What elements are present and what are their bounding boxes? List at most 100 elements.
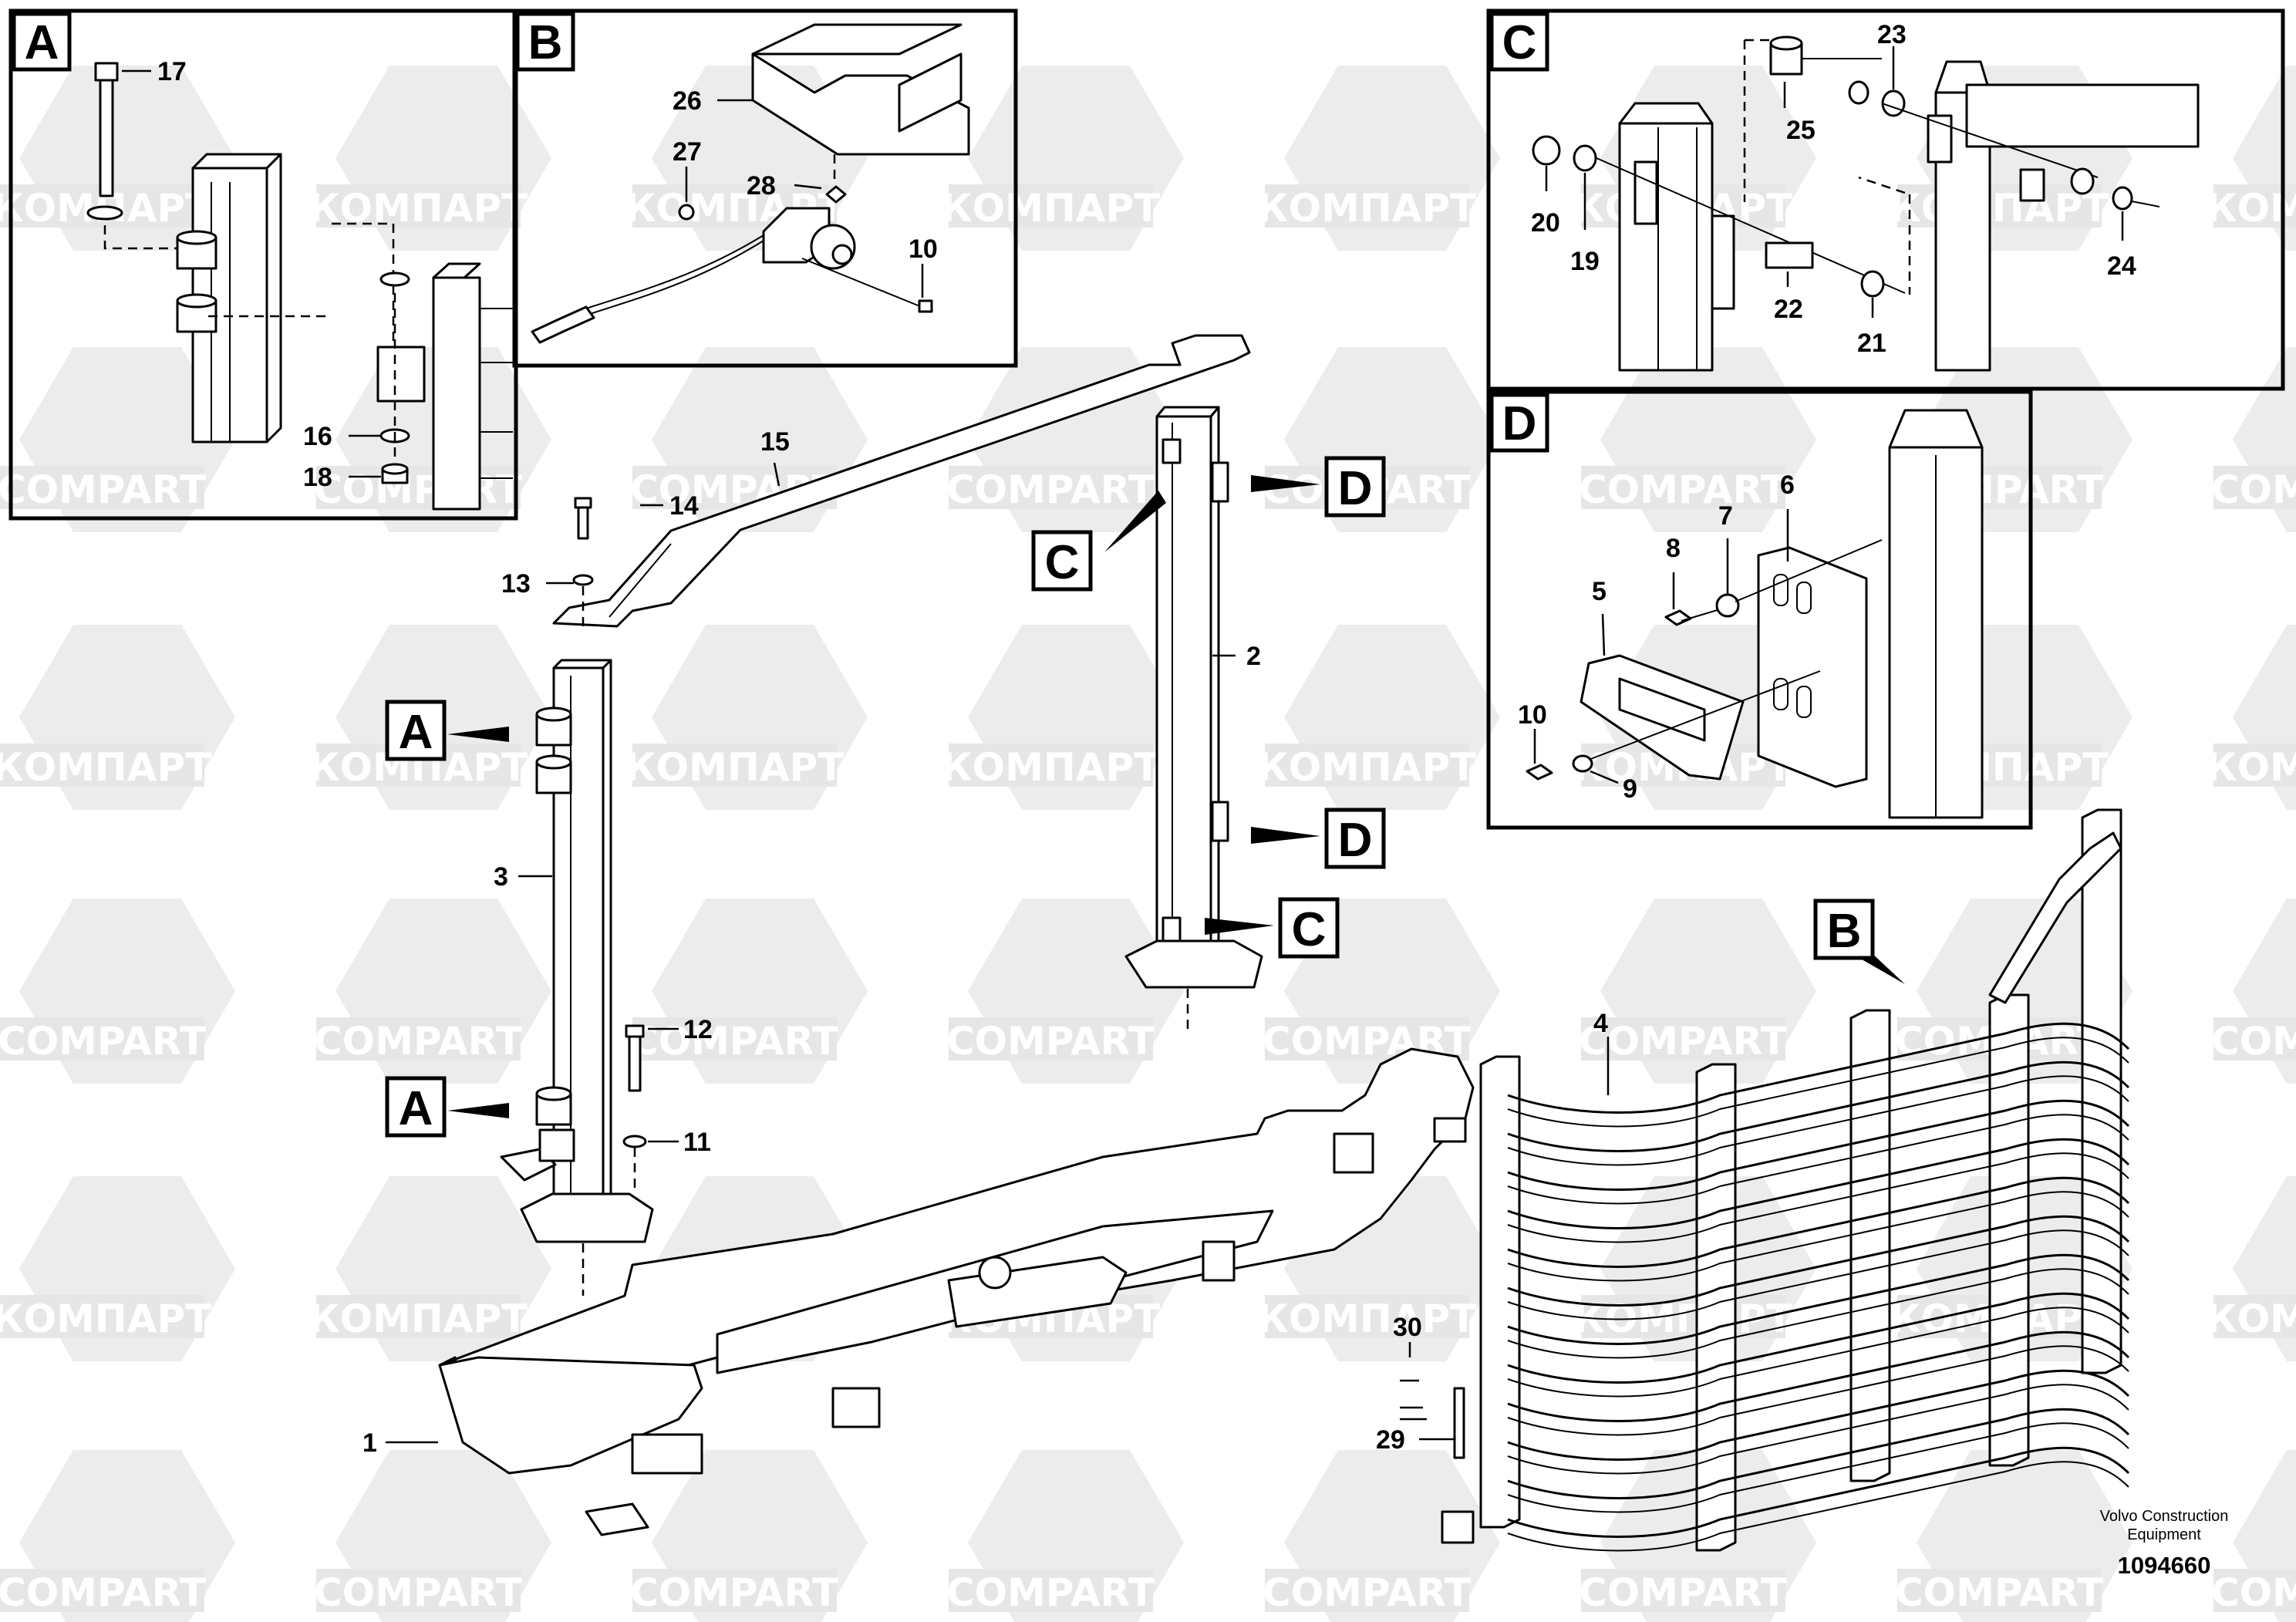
grille-bar — [1507, 1446, 2130, 1538]
watermark-text: КОМПАРТ — [2206, 745, 2296, 790]
part-number-18: 18 — [303, 463, 332, 492]
watermark-text: КОМПАРТ — [941, 745, 1160, 790]
grille-bar — [1507, 1369, 2130, 1461]
watermark-text: КОМПАРТ — [2206, 186, 2296, 231]
brand-line-2: Equipment — [2127, 1526, 2201, 1543]
watermark-band — [1265, 744, 1469, 787]
watermark-band — [316, 184, 521, 228]
watermark-band — [1265, 184, 1469, 228]
grille-bar — [1507, 1022, 2130, 1114]
grille-bar — [1507, 1215, 2130, 1307]
part-number-16: 16 — [303, 422, 332, 451]
grille-bar-edge — [1507, 1345, 2129, 1436]
part-number-3: 3 — [494, 862, 508, 892]
part-number-10b: 10 — [909, 234, 938, 264]
watermark-band — [949, 184, 1153, 228]
watermark-text: КОМПАРТ — [0, 1297, 211, 1341]
grille-bar-edge — [1507, 1268, 2129, 1359]
grille-bar — [1507, 1292, 2130, 1384]
part-number-12: 12 — [683, 1015, 713, 1044]
watermark-band — [632, 1569, 837, 1612]
part-number-23: 23 — [1877, 20, 1907, 49]
callout-c-upper: C — [1045, 536, 1080, 589]
watermark-band — [949, 1569, 1153, 1612]
part-number-17: 17 — [157, 57, 187, 86]
detail-label-c: C — [1502, 16, 1537, 69]
watermark-band — [316, 1295, 521, 1338]
part-number-25: 25 — [1786, 116, 1816, 145]
grille-bar-edge — [1507, 1191, 2129, 1282]
inset-b: B 26 27 28 10 — [512, 8, 1018, 368]
callout-a-lower: A — [399, 1082, 433, 1135]
document-number: 1094660 — [2118, 1552, 2211, 1579]
watermark-text: КОМПАРТ — [1257, 745, 1476, 790]
part-number-7: 7 — [1718, 501, 1733, 531]
watermark-band — [2213, 1295, 2296, 1338]
watermark-text: COMPART — [2211, 1019, 2296, 1064]
watermark-text: COMPART — [2211, 1570, 2296, 1615]
part-number-27: 27 — [673, 137, 702, 167]
part-number-22: 22 — [1774, 295, 1803, 324]
watermark-band — [0, 744, 204, 787]
main-callouts: 14 13 15 2 3 12 11 1 4 30 29 A A D D — [362, 427, 1905, 1458]
watermark-band — [949, 1017, 1153, 1061]
part-number-13: 13 — [501, 569, 531, 599]
watermark-text: КОМПАРТ — [1257, 186, 1476, 231]
main-assembly — [438, 334, 2122, 1552]
watermark-band — [2213, 1017, 2296, 1061]
watermark-text: COMPART — [314, 1019, 522, 1064]
grille-bar-edge — [1507, 1152, 2129, 1243]
watermark-band — [1581, 1017, 1785, 1061]
part-number-6: 6 — [1780, 470, 1795, 500]
grille-bar — [1507, 1176, 2130, 1268]
part-number-30: 30 — [1393, 1313, 1422, 1342]
part-number-8: 8 — [1666, 534, 1681, 563]
watermark-text: COMPART — [1579, 1019, 1787, 1064]
watermark-text: COMPART — [1579, 467, 1787, 512]
part-number-10d: 10 — [1518, 700, 1547, 730]
grille-bar — [1507, 1253, 2130, 1345]
footer: Volvo Construction Equipment 1094660 — [2100, 1508, 2229, 1579]
watermark-text: COMPART — [946, 1570, 1155, 1615]
watermark-band — [1265, 1569, 1469, 1612]
part-number-19: 19 — [1570, 247, 1600, 276]
watermark-text: COMPART — [2211, 467, 2296, 512]
part-number-24: 24 — [2107, 251, 2136, 281]
watermark-text: COMPART — [1579, 1570, 1787, 1615]
part-number-2: 2 — [1246, 642, 1261, 671]
watermark-band — [316, 1017, 521, 1061]
detail-label-b: B — [528, 16, 563, 69]
watermark-band — [316, 466, 521, 509]
part-number-14: 14 — [669, 491, 699, 521]
watermark-text: COMPART — [1263, 1570, 1471, 1615]
callout-d-upper: D — [1338, 462, 1373, 515]
grille-bar-edge — [1507, 1461, 2129, 1552]
detail-label-d: D — [1502, 397, 1537, 450]
grille-bar — [1507, 1330, 2130, 1422]
part-number-11: 11 — [683, 1128, 711, 1157]
watermark-band — [2213, 1569, 2296, 1612]
watermark-text: КОМПАРТ — [1257, 1297, 1476, 1341]
part-number-1: 1 — [362, 1428, 377, 1458]
watermark-band — [632, 1017, 837, 1061]
watermark-text: КОМПАРТ — [308, 1297, 528, 1341]
watermark-text: КОМПАРТ — [1890, 186, 2109, 231]
watermark-text: COMPART — [946, 1019, 1155, 1064]
watermark-band — [2213, 466, 2296, 509]
inset-d: D 6 7 8 5 10 9 — [1486, 389, 2033, 830]
part-number-4: 4 — [1593, 1009, 1608, 1038]
watermark-band — [0, 1017, 204, 1061]
grille-bar-edge — [1507, 1114, 2129, 1205]
grille-bar — [1507, 1061, 2130, 1152]
part-number-15: 15 — [760, 427, 790, 457]
watermark-band — [632, 744, 837, 787]
watermark-band — [0, 1569, 204, 1612]
part-number-20: 20 — [1531, 208, 1560, 238]
grille-bar-edge — [1507, 1307, 2129, 1398]
part-number-26: 26 — [673, 86, 702, 116]
grille-bar — [1507, 1099, 2130, 1191]
grille-bar — [1507, 1138, 2130, 1229]
inset-c: C 25 23 20 19 — [1486, 8, 2285, 391]
watermark-text: COMPART — [314, 467, 522, 512]
